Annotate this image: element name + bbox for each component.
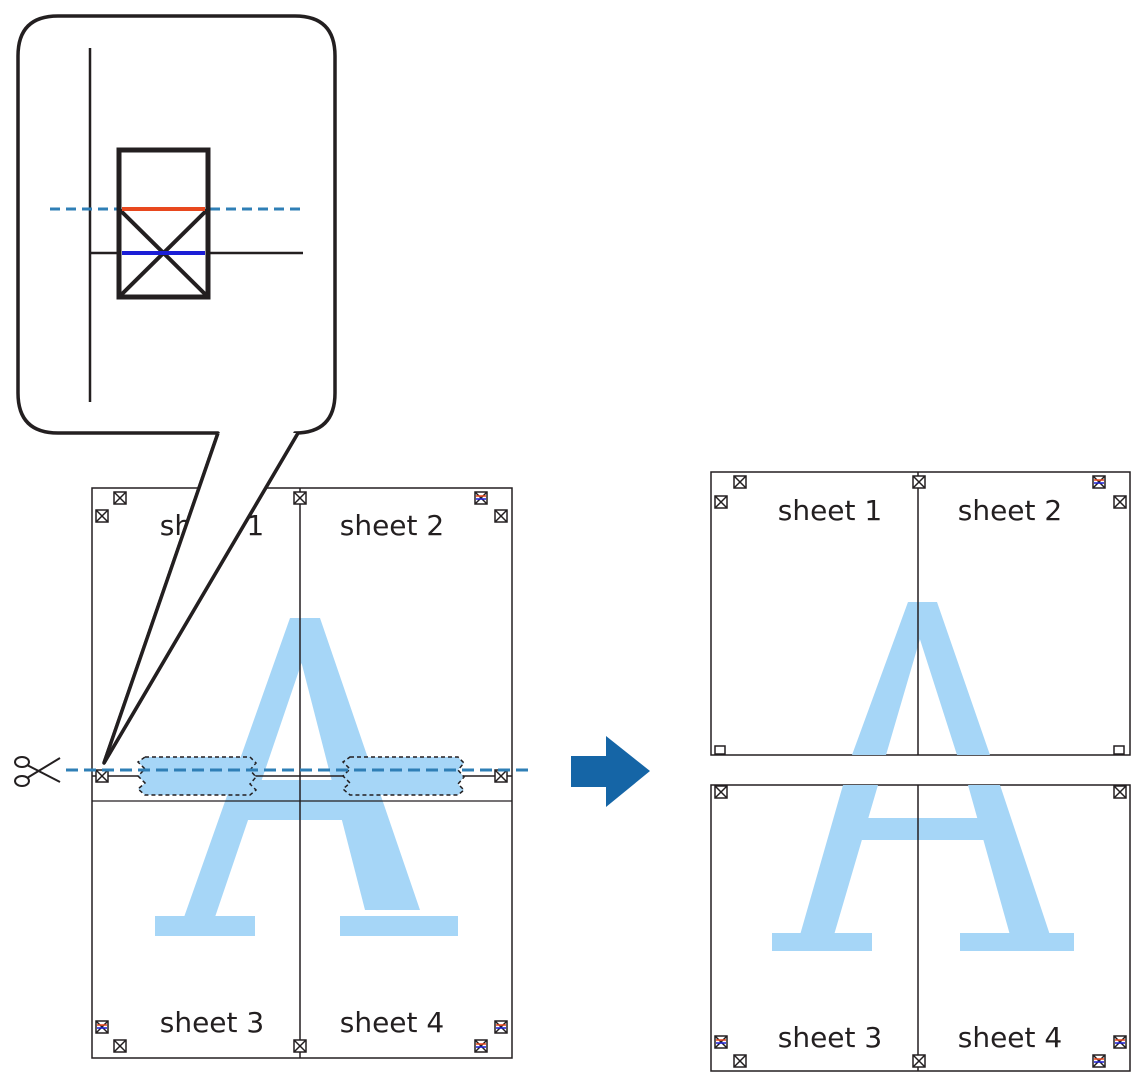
sheet-2-label-right: sheet 2 bbox=[958, 494, 1062, 527]
callout-tail-overlay bbox=[102, 432, 300, 764]
glue-area-left bbox=[136, 756, 258, 796]
sheet-3-label-right: sheet 3 bbox=[778, 1021, 882, 1054]
sheet-4-label-left: sheet 4 bbox=[340, 1006, 444, 1039]
scissors-icon bbox=[14, 756, 61, 787]
glue-area-right bbox=[341, 756, 466, 796]
sheet-1-label-right: sheet 1 bbox=[778, 494, 882, 527]
arrow-right-icon bbox=[571, 736, 650, 807]
letter-a-right-top bbox=[852, 602, 990, 755]
sheet-4-label-right: sheet 4 bbox=[958, 1021, 1062, 1054]
sheet-3-label-left: sheet 3 bbox=[160, 1006, 264, 1039]
letter-a-right-bottom bbox=[772, 785, 1074, 951]
left-assembly: sheet 1 sheet 2 sheet 3 sheet 4 bbox=[66, 487, 528, 1059]
zoom-callout bbox=[16, 14, 337, 765]
sheet-2-label-left: sheet 2 bbox=[340, 509, 444, 542]
right-assembly: sheet 1 sheet 2 sheet 3 sheet 4 bbox=[710, 471, 1131, 1072]
